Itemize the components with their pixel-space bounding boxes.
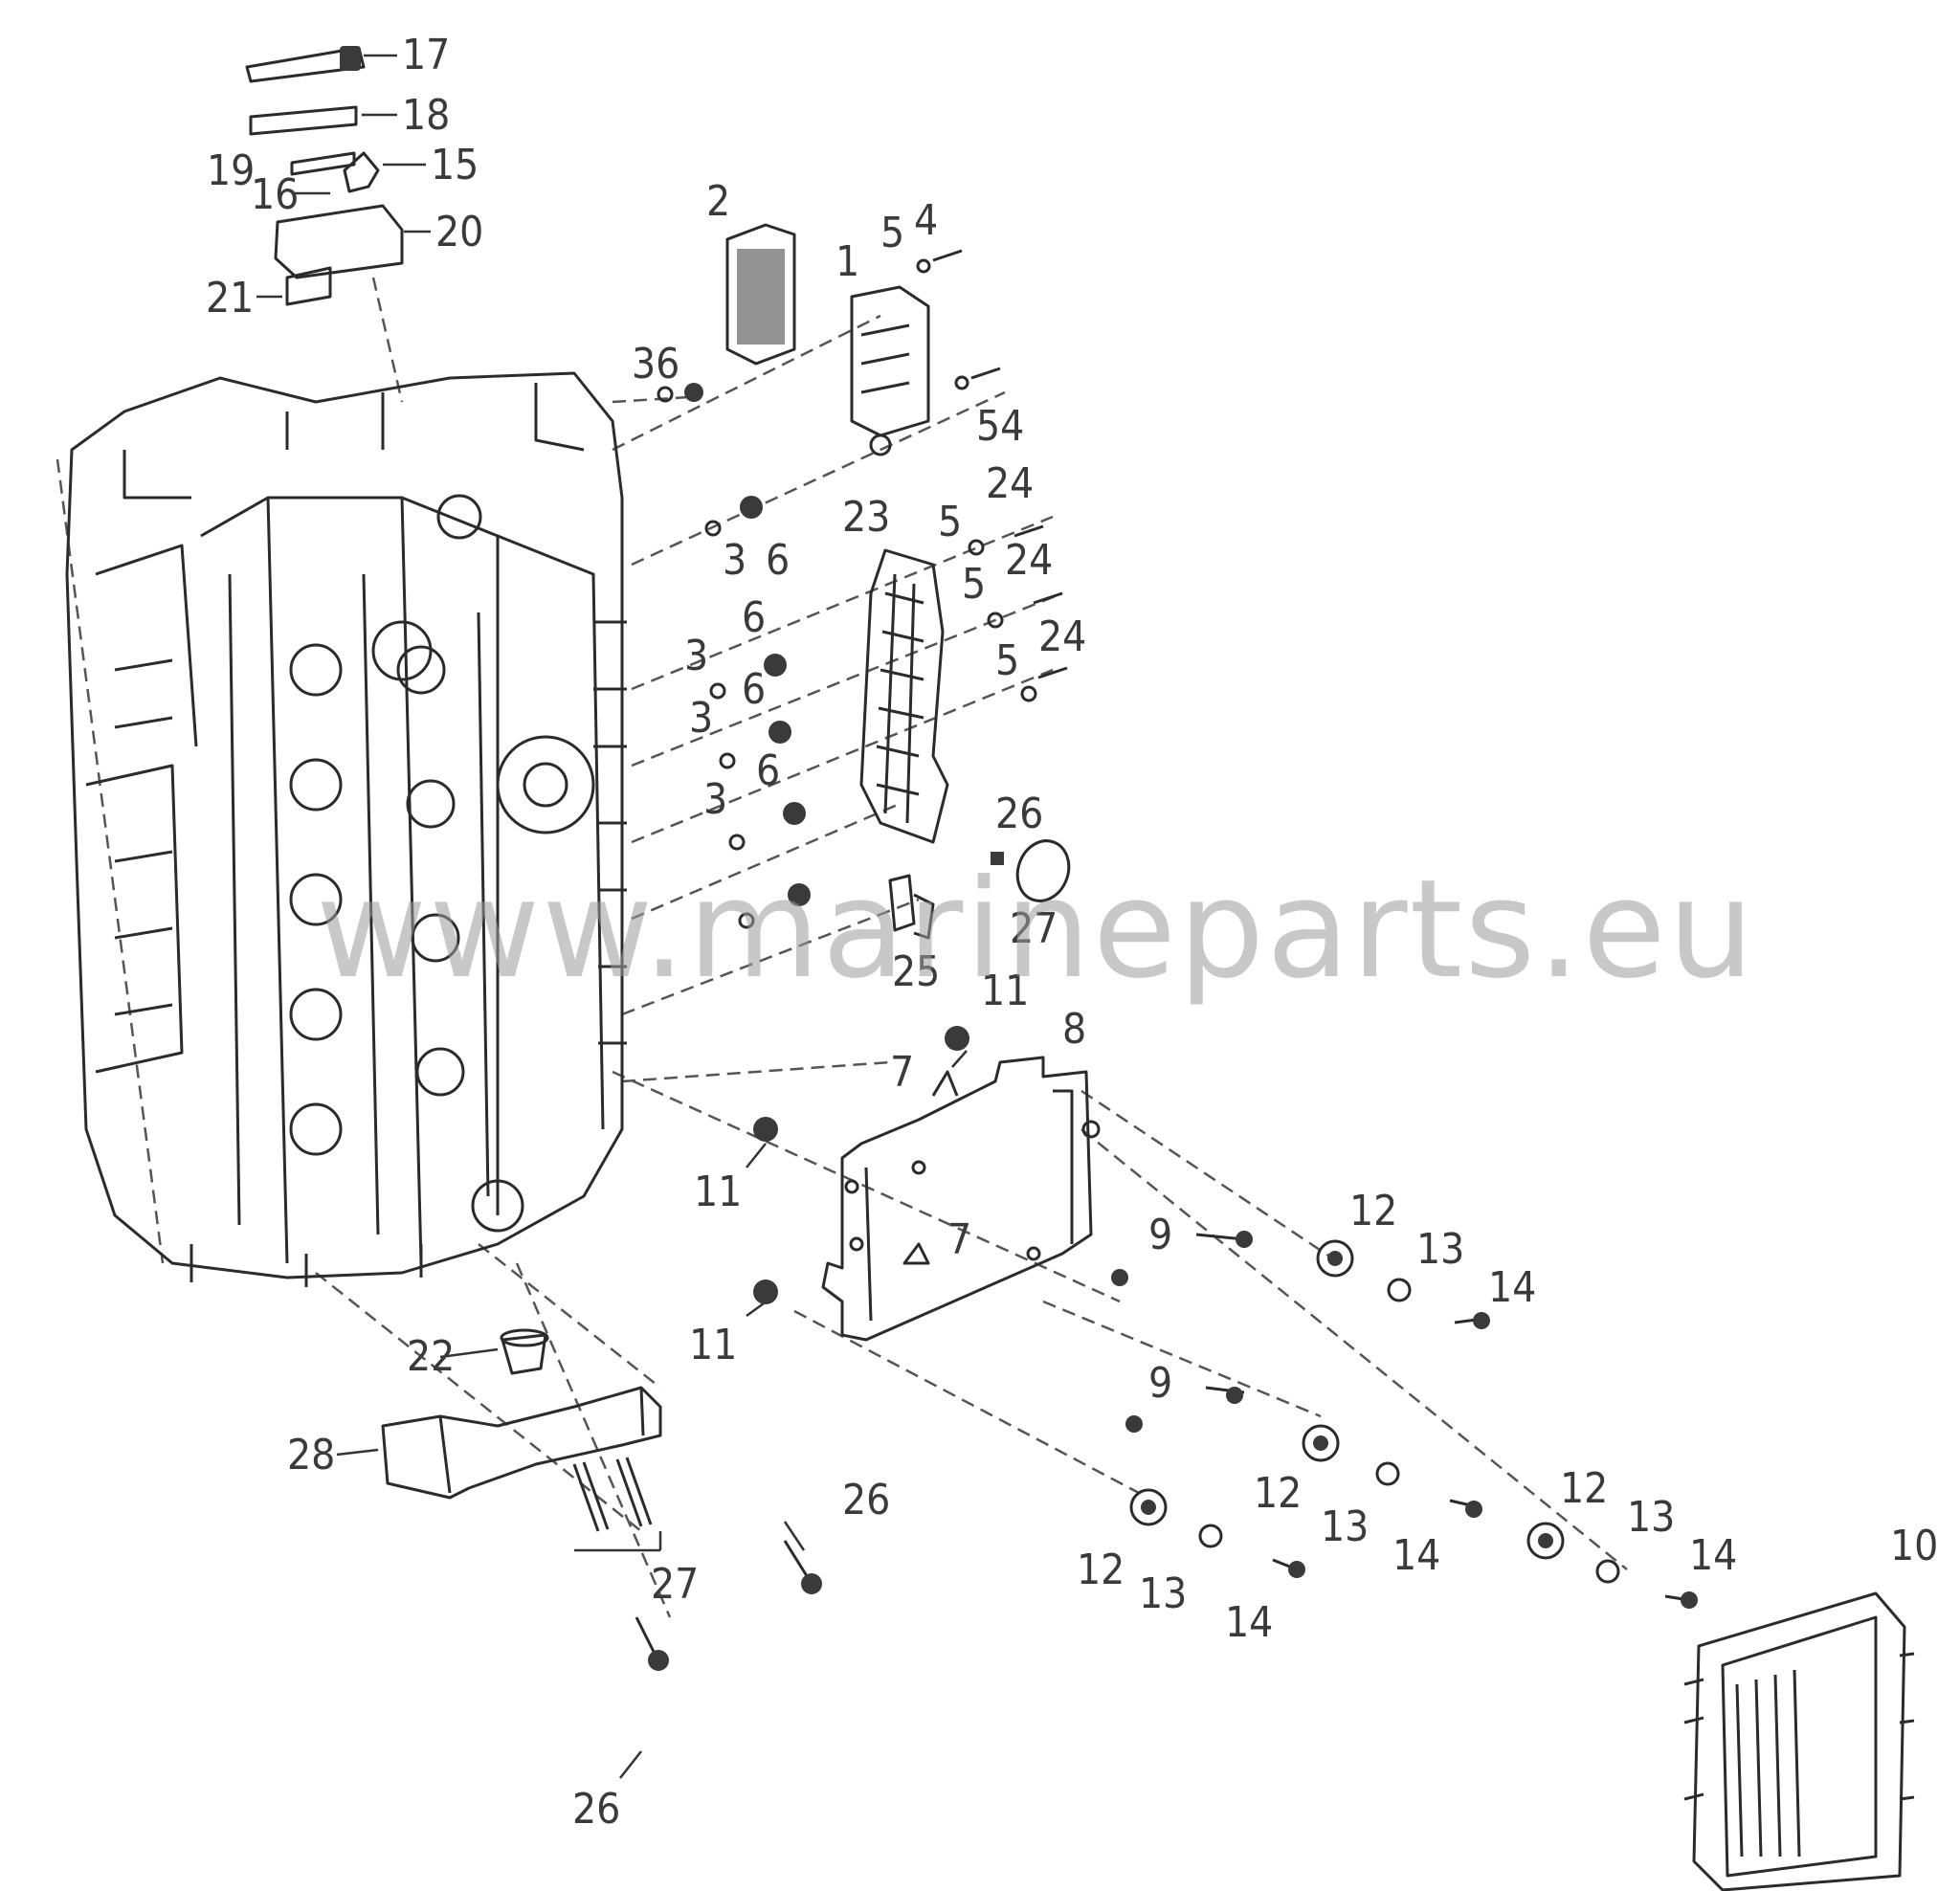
callout-9: 9 — [1148, 1211, 1172, 1259]
callout-9: 9 — [1148, 1359, 1172, 1408]
callout-13: 13 — [1627, 1493, 1675, 1542]
callout-5: 5 — [995, 636, 1019, 685]
callout-15: 15 — [431, 141, 479, 189]
callout-6: 6 — [742, 665, 766, 714]
callout-16: 16 — [251, 170, 299, 219]
callout-12: 12 — [1349, 1187, 1397, 1235]
part-23-bracket-plate — [859, 548, 949, 844]
callout-19: 19 — [207, 146, 255, 195]
callout-27: 27 — [651, 1560, 699, 1609]
callout-12: 12 — [1560, 1464, 1608, 1513]
callout-7: 7 — [947, 1215, 971, 1264]
top-cover-parts — [245, 46, 404, 306]
callout-6: 6 — [742, 593, 766, 642]
part-2-module — [725, 223, 796, 366]
callout-24: 24 — [1005, 536, 1053, 585]
callout-14: 14 — [1689, 1531, 1737, 1580]
callout-6: 6 — [756, 746, 780, 795]
callout-3: 3 — [684, 632, 708, 680]
callout-25: 25 — [892, 947, 940, 996]
callout-6: 6 — [766, 536, 790, 585]
part-28-lower-bracket — [381, 1386, 662, 1500]
callout-26: 26 — [995, 790, 1043, 838]
callout-20: 20 — [435, 208, 483, 256]
callout-labels: 17 18 19 15 16 20 21 2 5 4 1 36 54 24 23… — [206, 31, 1938, 1834]
callout-5: 5 — [938, 498, 962, 546]
callout-27: 27 — [1010, 904, 1058, 953]
callout-11: 11 — [689, 1321, 737, 1369]
callout-11: 11 — [981, 967, 1029, 1015]
callout-3: 3 — [703, 775, 727, 824]
part-1-relay-box — [850, 285, 930, 456]
callout-17: 17 — [402, 31, 450, 79]
callout-5: 5 — [962, 560, 986, 609]
callout-14: 14 — [1225, 1598, 1273, 1647]
fasteners — [635, 249, 1698, 1671]
callout-22: 22 — [407, 1332, 455, 1381]
callout-24: 24 — [1038, 612, 1086, 661]
callout-12: 12 — [1077, 1546, 1125, 1594]
callout-3: 3 — [723, 536, 746, 585]
part-22-cap — [500, 1328, 549, 1375]
callout-23: 23 — [842, 493, 890, 542]
callout-28: 28 — [287, 1431, 335, 1479]
callout-7: 7 — [890, 1048, 914, 1097]
part-27-ring — [1015, 839, 1071, 902]
callout-21: 21 — [206, 274, 254, 323]
assembly-guide-lines — [56, 277, 1628, 1618]
engine-block-detail — [114, 383, 627, 1287]
part-8-mounting-bracket — [821, 1056, 1101, 1342]
callout-13: 13 — [1139, 1569, 1187, 1618]
callout-36: 36 — [632, 340, 679, 389]
part-25-clip — [888, 874, 935, 940]
callout-5: 5 — [880, 209, 904, 257]
callout-14: 14 — [1488, 1263, 1536, 1312]
callout-26: 26 — [572, 1785, 620, 1834]
callout-26: 26 — [842, 1476, 890, 1524]
callout-18: 18 — [402, 91, 450, 140]
callout-4: 4 — [914, 196, 938, 245]
callout-2: 2 — [706, 177, 730, 226]
callout-14: 14 — [1392, 1531, 1440, 1580]
callout-12: 12 — [1254, 1469, 1302, 1518]
callout-3: 3 — [689, 694, 713, 743]
callout-11: 11 — [694, 1168, 742, 1216]
watermark-text: www.marineparts.eu — [316, 851, 1756, 1009]
callout-1: 1 — [835, 237, 859, 286]
callout-24: 24 — [986, 459, 1034, 508]
part-27-springs — [572, 1457, 653, 1532]
callout-13: 13 — [1321, 1502, 1369, 1551]
engine-block — [65, 371, 627, 1287]
callout-8: 8 — [1062, 1005, 1086, 1054]
leader-lines — [256, 54, 968, 1779]
callout-10: 10 — [1890, 1522, 1938, 1570]
part-10-ecu — [1683, 1591, 1915, 1891]
callout-13: 13 — [1416, 1225, 1464, 1274]
callout-54: 54 — [976, 402, 1024, 451]
